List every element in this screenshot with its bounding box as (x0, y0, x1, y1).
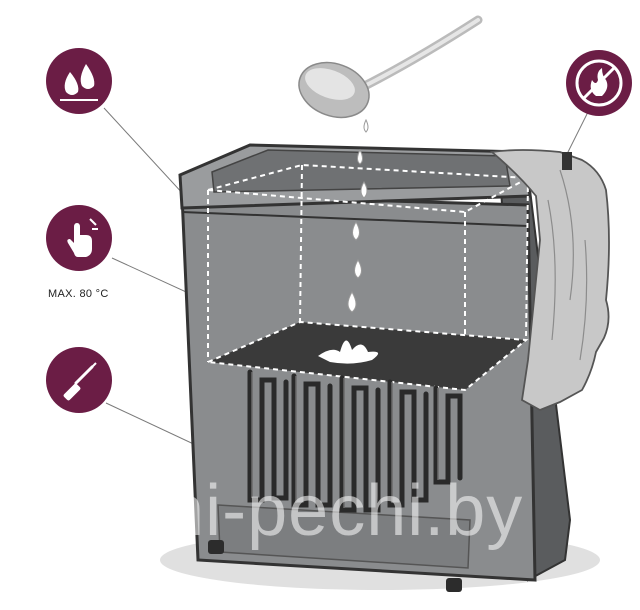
stove-foot-left (208, 540, 224, 554)
screwdriver-icon (46, 347, 112, 413)
falling-water-drops (347, 118, 369, 313)
stove-bottom-panel (217, 504, 471, 569)
no-fire-icon (566, 50, 632, 116)
water-splash (318, 340, 379, 364)
towel-folds (547, 169, 588, 361)
touch-badge (46, 205, 112, 271)
max-temperature-label: MAX. 80 °C (48, 288, 109, 300)
heating-elements-highlight (251, 372, 439, 508)
no-fire-badge (566, 50, 632, 116)
water-drops-icon (46, 48, 112, 114)
towel (489, 149, 610, 411)
hand-touch-icon (46, 205, 112, 271)
heating-elements (247, 369, 463, 513)
ladle (298, 15, 483, 119)
stove-seam (181, 211, 529, 227)
towel-hook (562, 152, 572, 170)
stove-foot-right (446, 578, 462, 592)
tools-badge (46, 347, 112, 413)
water-badge (46, 48, 112, 114)
stove-top-opening (211, 149, 511, 193)
